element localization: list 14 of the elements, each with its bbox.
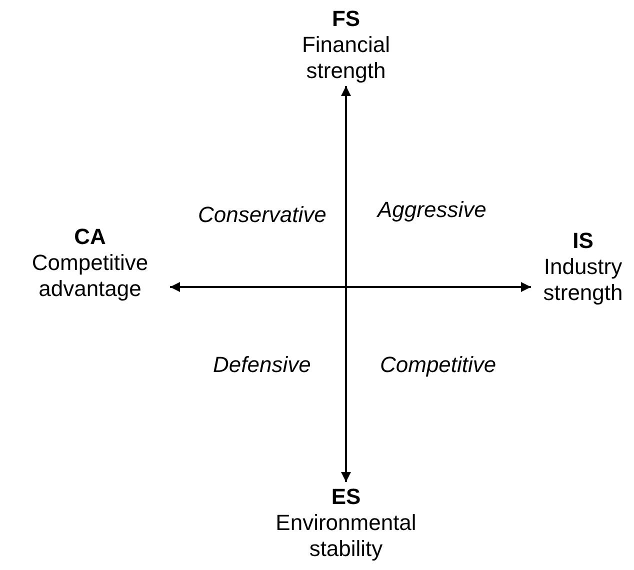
axis-code: FS	[330, 6, 362, 32]
axis-code: CA	[73, 224, 107, 250]
axis-label: Competitive advantage	[30, 250, 150, 302]
axis-code: IS	[572, 228, 594, 254]
quadrant-label: Aggressive	[378, 197, 486, 223]
double-arrow	[341, 86, 351, 482]
axis-label: Environmental stability	[274, 510, 418, 562]
axis-label: Industry strength	[542, 254, 624, 306]
quadrant-label: Competitive	[380, 352, 496, 378]
axis-code: ES	[330, 484, 362, 510]
double-arrow	[170, 282, 531, 292]
quadrant-label: Defensive	[213, 352, 311, 378]
quadrant-label: Conservative	[198, 202, 326, 228]
axis-label: Financial strength	[300, 32, 392, 84]
